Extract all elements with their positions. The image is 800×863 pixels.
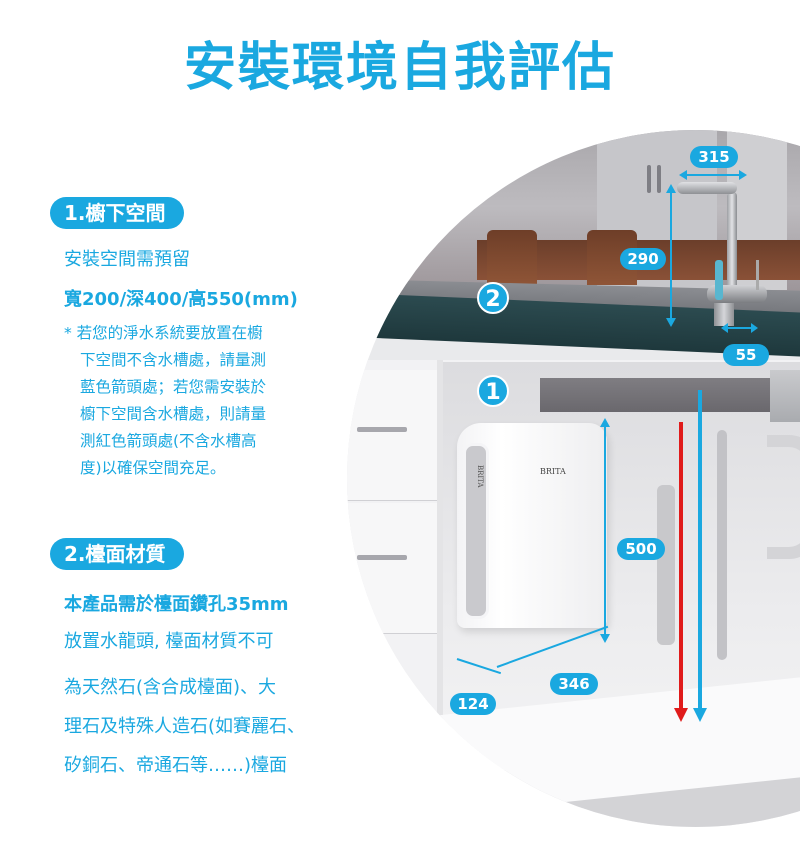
- sink-basin: [540, 378, 770, 412]
- faucet-lever: [756, 260, 759, 290]
- note-line: * 若您的淨水系統要放置在櫥: [64, 324, 263, 342]
- marker-1-cabinet: 1: [477, 375, 509, 407]
- dim-badge-55: 55: [723, 344, 769, 366]
- section-1-heading: 1.櫥下空間: [50, 197, 184, 229]
- note-line: 測紅色箭頭處(不含水槽高: [80, 432, 257, 450]
- dim-line-315: [685, 174, 739, 176]
- drawer-handle: [357, 555, 407, 560]
- drawer: [347, 503, 437, 634]
- drawer-handle: [357, 427, 407, 432]
- faucet-spout: [677, 182, 737, 194]
- brand-label: BRITA: [540, 467, 566, 476]
- faucet: [727, 192, 737, 302]
- drawer: [347, 370, 437, 501]
- arrow-down-icon: [666, 318, 676, 327]
- dim-badge-124: 124: [450, 693, 496, 715]
- note-line: 櫥下空間含水槽處，則請量: [80, 405, 267, 423]
- cabinet-divider: [437, 360, 443, 790]
- arrow-right-icon: [739, 170, 747, 180]
- cabinet-handle: [647, 165, 651, 193]
- dim-line-290: [670, 192, 672, 318]
- arrow-up-icon: [600, 418, 610, 427]
- blue-arrow-down-icon: [693, 708, 707, 722]
- water-pipe: [657, 485, 675, 645]
- dim-badge-500: 500: [617, 538, 665, 560]
- sink-basin-side: [770, 370, 800, 422]
- arrow-left-icon: [721, 323, 728, 333]
- red-measure-line: [679, 422, 683, 710]
- dim-line-55: [727, 327, 751, 329]
- marker-2-countertop: 2: [477, 282, 509, 314]
- arrow-down-icon: [600, 634, 610, 643]
- section-2-heading: 2.檯面材質: [50, 538, 184, 570]
- section-1-line-1: 安裝空間需預留: [64, 249, 190, 270]
- section-2-line-3: 為天然石(含合成檯面)、大: [64, 677, 277, 698]
- water-pipe: [717, 430, 727, 660]
- section-2-line-4: 理石及特殊人造石(如賽麗石、: [64, 716, 306, 737]
- chair: [487, 230, 537, 285]
- blue-measure-line: [698, 390, 702, 710]
- faucet-filter-ring: [715, 260, 723, 300]
- dim-badge-315: 315: [690, 146, 738, 168]
- note-line: 度)以確保空間充足。: [80, 459, 226, 477]
- faucet-base: [714, 300, 734, 326]
- dim-line-500: [604, 426, 606, 636]
- arrow-left-icon: [679, 170, 687, 180]
- brand-label-vertical: BRITA: [476, 465, 484, 488]
- section-2-line-2: 放置水龍頭, 檯面材質不可: [64, 631, 274, 652]
- dim-badge-346: 346: [550, 673, 598, 695]
- filter-side-panel: [463, 443, 489, 619]
- kitchen-diagram: BRITA BRITA 315 290 55 2 1 500 346 124: [347, 130, 800, 827]
- section-1-note: * 若您的淨水系統要放置在櫥 下空間不含水槽處，請量測 藍色箭頭處；若您需安裝於…: [64, 320, 266, 482]
- section-2-line-5: 矽銅石、帝通石等……)檯面: [64, 755, 288, 776]
- cabinet-handle: [657, 165, 661, 193]
- red-arrow-down-icon: [674, 708, 688, 722]
- section-2-line-1: 本產品需於檯面鑽孔35mm: [64, 594, 289, 615]
- arrow-right-icon: [751, 323, 758, 333]
- page-title: 安裝環境自我評估: [183, 38, 616, 98]
- dim-badge-290: 290: [620, 248, 666, 270]
- section-1-dimensions: 寬200/深400/高550(mm): [64, 289, 298, 310]
- drain-trap: [767, 435, 800, 559]
- note-line: 下空間不含水槽處，請量測: [80, 351, 267, 369]
- arrow-up-icon: [666, 184, 676, 193]
- note-line: 藍色箭頭處；若您需安裝於: [80, 378, 267, 396]
